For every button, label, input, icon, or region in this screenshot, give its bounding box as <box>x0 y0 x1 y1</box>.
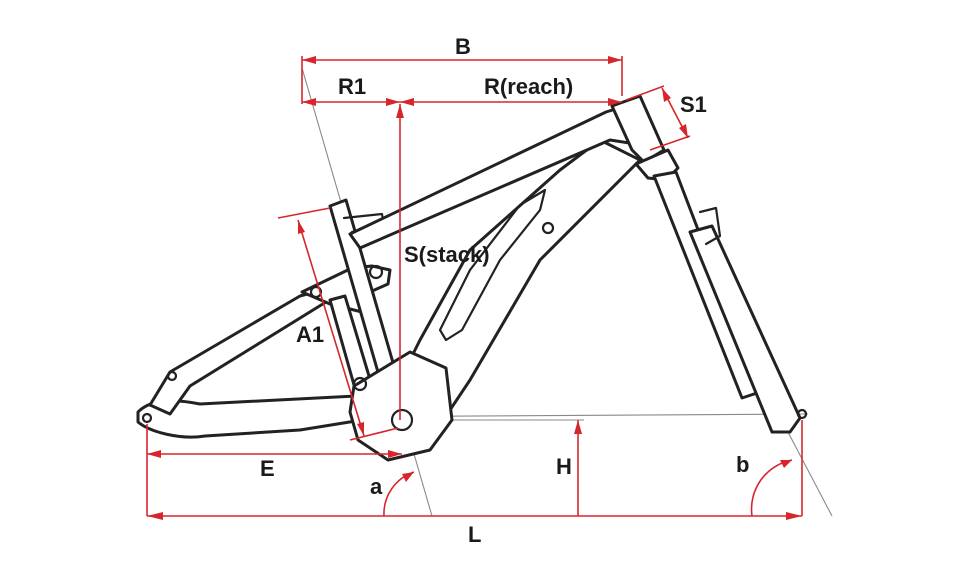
S1-bottom-tick <box>649 135 691 151</box>
L-arrow-left <box>147 512 163 520</box>
S1-arrow-bottom <box>679 124 688 138</box>
E-arrow-right <box>388 450 402 458</box>
label-R1: R1 <box>338 74 366 99</box>
fork-lower-leg <box>688 224 802 434</box>
reach-arrow-left <box>400 98 414 106</box>
H-arrow-top <box>574 420 582 434</box>
bottom-bracket <box>390 408 414 432</box>
rocker-pivot-rear <box>309 285 323 299</box>
S1-arrow-top <box>662 88 671 102</box>
fork-arch <box>698 206 722 246</box>
seat-angle-arc <box>383 471 415 517</box>
label-b: b <box>736 452 749 477</box>
B-arrow-right <box>608 56 622 64</box>
A1-dimension-line <box>297 219 365 437</box>
frame-outline <box>136 94 808 462</box>
label-a: a <box>370 474 383 499</box>
label-H: H <box>556 454 572 479</box>
label-A1: A1 <box>296 322 324 347</box>
A1-bottom-tick <box>349 427 399 441</box>
downtube-bolt <box>541 221 555 235</box>
label-stack: S(stack) <box>404 242 490 267</box>
R1-arrow-right <box>386 98 400 106</box>
head-angle-arc <box>750 459 793 517</box>
A1-arrow-top <box>298 220 305 234</box>
dimension-lines <box>146 56 803 520</box>
R1-arrow-left <box>302 98 316 106</box>
battery-cover <box>438 188 547 342</box>
label-S1: S1 <box>680 92 707 117</box>
label-E: E <box>260 456 275 481</box>
label-B: B <box>455 34 471 59</box>
L-arrow-right <box>786 512 802 520</box>
seatstay <box>148 288 328 416</box>
shock-lower-pivot <box>352 376 368 392</box>
E-arrow-left <box>147 450 161 458</box>
reach-arrow-right <box>608 98 622 106</box>
B-arrow-left <box>302 56 316 64</box>
seat-angle-arrow <box>402 472 414 482</box>
rear-axle-pivot <box>141 412 153 424</box>
label-L: L <box>468 522 481 547</box>
head-angle-arrow <box>780 460 792 468</box>
A1-arrow-bottom <box>357 422 364 436</box>
label-reach: R(reach) <box>484 74 573 99</box>
stack-arrow-top <box>396 104 404 118</box>
front-axle-pivot <box>796 408 808 420</box>
S1-top-tick <box>625 85 665 101</box>
dimension-labels: B R1 R(reach) S1 S(stack) A1 E H a b L <box>260 34 749 547</box>
seatstay-pivot <box>166 370 178 382</box>
A1-top-tick <box>277 207 331 219</box>
rocker-pivot-front <box>368 264 384 280</box>
